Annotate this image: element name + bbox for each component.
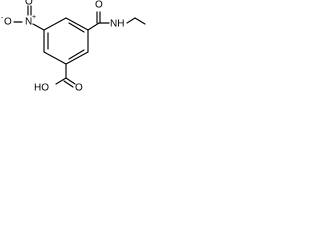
nitro-nitrogen-charge: + xyxy=(32,14,36,21)
amide-oxygen-label: O xyxy=(95,0,103,11)
nitro-group: N + O O - xyxy=(1,0,45,31)
acid-oxygen-label: O xyxy=(75,83,83,94)
amide-nitrogen-label: NH xyxy=(110,19,124,30)
nitro-oxide-label: O xyxy=(4,17,12,28)
ring-bond-4 xyxy=(43,51,67,65)
ring-bond-3 xyxy=(65,51,89,65)
nitro-nitrogen-label: N xyxy=(25,17,32,28)
ring-bond-6 xyxy=(43,17,67,31)
ethylamide-group: O NH xyxy=(87,0,146,31)
nitro-oxide-charge: - xyxy=(1,15,4,22)
nitro-ring-bond xyxy=(32,23,45,31)
ring-inner-bond-1 xyxy=(68,22,85,33)
ring-bond-1 xyxy=(65,17,89,31)
ethyl-bond-2 xyxy=(134,17,146,25)
chemical-structure: N + O O - O NH O HO xyxy=(1,0,146,94)
ring-inner-bond-2 xyxy=(68,49,85,60)
benzene-ring xyxy=(43,17,89,65)
ethyl-bond-1 xyxy=(126,17,136,24)
acid-carbonyl-bond-2 xyxy=(63,80,74,88)
acid-hydroxyl-label: HO xyxy=(34,83,49,94)
acid-carbonyl-bond-1 xyxy=(65,77,76,85)
nitro-oxygen-label: O xyxy=(25,0,33,8)
amide-ring-bond xyxy=(87,22,100,31)
acid-hydroxyl-bond xyxy=(55,77,67,85)
carboxylic-acid-group: O HO xyxy=(34,63,83,94)
